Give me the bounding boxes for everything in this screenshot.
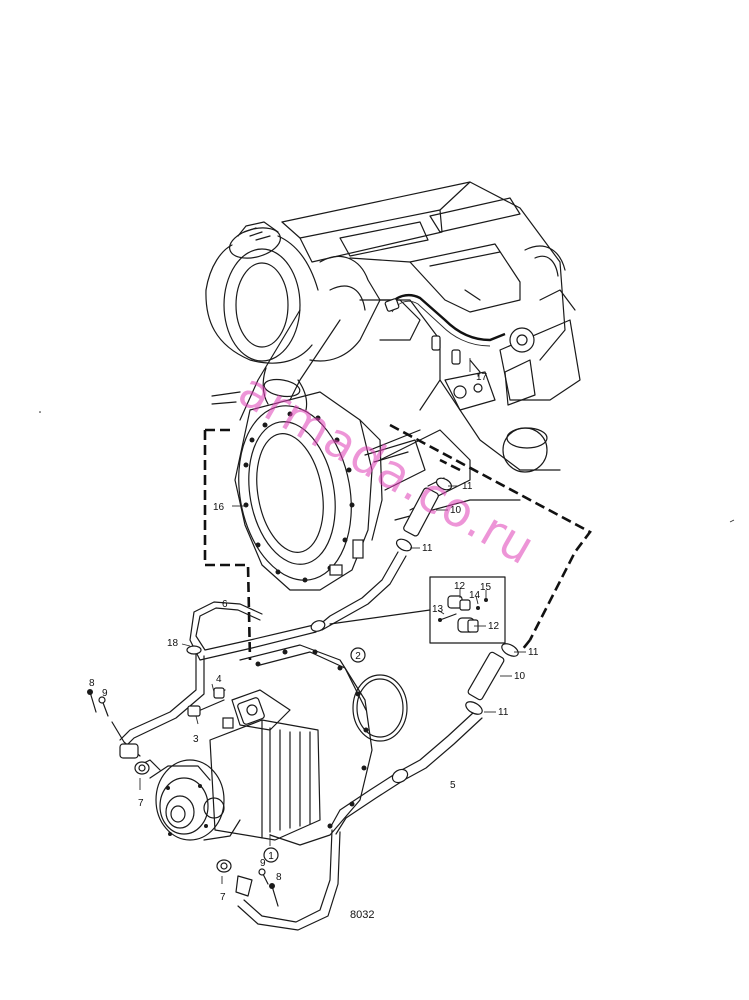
hose-10-upper xyxy=(317,477,453,631)
callout-8-left: 8 xyxy=(89,678,95,689)
fittings-left xyxy=(87,687,226,775)
callout-3: 3 xyxy=(193,734,199,745)
turbo-air-intake xyxy=(205,221,421,421)
callout-leaders xyxy=(139,358,526,884)
callout-8-bottom: 8 xyxy=(276,872,282,883)
callout-15: 15 xyxy=(480,582,492,593)
o-ring-2 xyxy=(352,674,408,742)
callout-labels: 1 2 3 4 5 6 7 7 8 8 9 9 10 10 11 11 11 1… xyxy=(89,372,539,921)
callout-12-b: 12 xyxy=(488,621,500,632)
callout-11-d: 11 xyxy=(498,707,509,718)
callout-14: 14 xyxy=(469,590,481,601)
callout-4: 4 xyxy=(216,674,222,685)
callout-17: 17 xyxy=(476,372,488,383)
callout-18: 18 xyxy=(167,638,179,649)
callout-9-bottom: 9 xyxy=(260,858,266,869)
callout-2: 2 xyxy=(355,651,361,662)
callout-13: 13 xyxy=(432,604,444,615)
stray-mark xyxy=(39,411,41,413)
callout-9-left: 9 xyxy=(102,688,108,699)
dashed-callout-lines xyxy=(203,423,592,661)
figure-number: 8032 xyxy=(350,909,374,921)
oil-pipe-5 xyxy=(216,643,519,931)
callout-11-b: 11 xyxy=(422,543,433,554)
oil-pipe-6 xyxy=(119,601,326,747)
callout-11-a: 11 xyxy=(462,481,473,492)
callout-1: 1 xyxy=(268,851,274,862)
callout-7-left: 7 xyxy=(138,798,144,809)
stray-mark xyxy=(729,519,735,523)
callout-16: 16 xyxy=(213,502,225,513)
reverse-gear-housing xyxy=(203,644,373,846)
watermark-text: armada.co.ru xyxy=(229,362,544,576)
flywheel-housing-16 xyxy=(234,391,426,591)
callout-10-upper: 10 xyxy=(450,505,462,516)
callout-6: 6 xyxy=(222,599,228,610)
oil-pipe-17 xyxy=(384,294,535,377)
callout-11-c: 11 xyxy=(528,647,539,658)
callout-7-bottom: 7 xyxy=(220,892,226,903)
callout-12-a: 12 xyxy=(454,581,466,592)
callout-5: 5 xyxy=(450,780,456,791)
callout-10-lower: 10 xyxy=(514,671,526,682)
sea-water-pump xyxy=(141,759,241,841)
